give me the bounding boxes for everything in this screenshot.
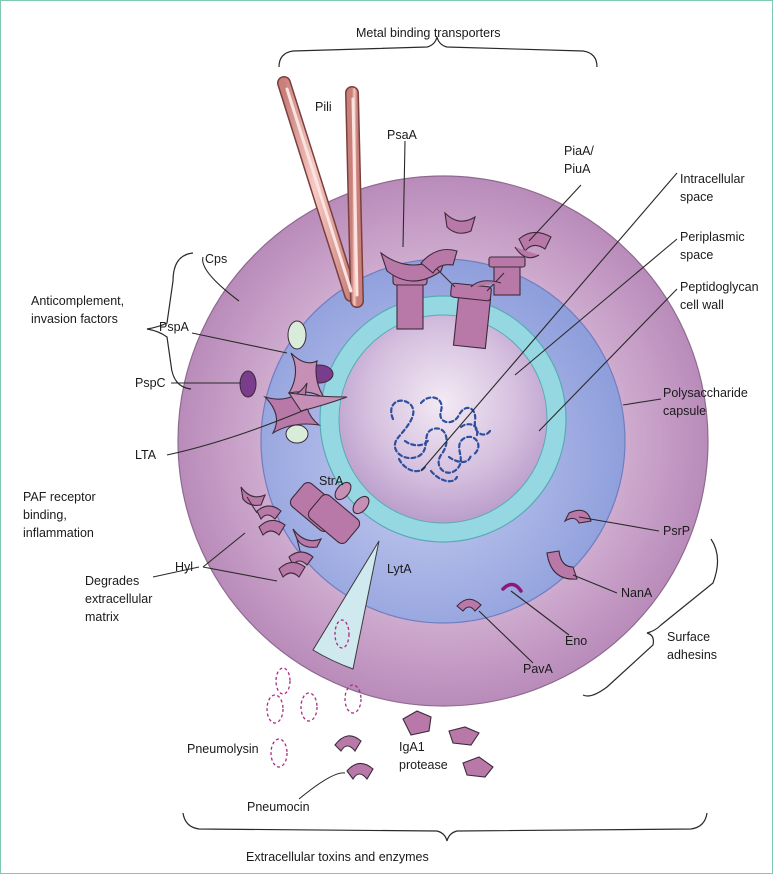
metal-brace bbox=[279, 37, 597, 67]
label-anticomplement: Anticomplement, bbox=[31, 294, 124, 308]
label-lyta: LytA bbox=[387, 562, 412, 576]
label-periplasmic-space: space bbox=[680, 248, 713, 262]
label-stra: StrA bbox=[319, 474, 344, 488]
label-intracellular: Intracellular bbox=[680, 172, 745, 186]
label-capsule: capsule bbox=[663, 404, 706, 418]
label-pspa: PspA bbox=[159, 320, 190, 334]
pneumocin-icon bbox=[335, 736, 361, 751]
label-cps: Cps bbox=[205, 252, 227, 266]
label-metal-binding: Metal binding transporters bbox=[356, 26, 501, 40]
label-protease: protease bbox=[399, 758, 448, 772]
extracellular-brace bbox=[183, 813, 707, 841]
label-psrp: PsrP bbox=[663, 524, 690, 538]
label-paf-inflammation: inflammation bbox=[23, 526, 94, 540]
label-eno: Eno bbox=[565, 634, 587, 648]
label-invasion-factors: invasion factors bbox=[31, 312, 118, 326]
label-lta: LTA bbox=[135, 448, 157, 462]
cytoplasm bbox=[339, 315, 547, 523]
label-surface: Surface bbox=[667, 630, 710, 644]
label-nana: NanA bbox=[621, 586, 653, 600]
label-peptidoglycan: Peptidoglycan bbox=[680, 280, 759, 294]
label-matrix: matrix bbox=[85, 610, 120, 624]
label-extracellular: Extracellular toxins and enzymes bbox=[246, 850, 429, 864]
label-pspc: PspC bbox=[135, 376, 166, 390]
label-adhesins: adhesins bbox=[667, 648, 717, 662]
label-extracellular-matrix: extracellular bbox=[85, 592, 152, 606]
label-pneumolysin: Pneumolysin bbox=[187, 742, 259, 756]
label-paf-binding: binding, bbox=[23, 508, 67, 522]
label-pava: PavA bbox=[523, 662, 554, 676]
label-hyl: Hyl bbox=[175, 560, 193, 574]
label-intracellular-space: space bbox=[680, 190, 713, 204]
label-polysaccharide: Polysaccharide bbox=[663, 386, 748, 400]
label-pili: Pili bbox=[315, 100, 332, 114]
pspa-oval bbox=[288, 321, 306, 349]
pspc-oval bbox=[240, 371, 256, 397]
label-paf: PAF receptor bbox=[23, 490, 96, 504]
label-psaa: PsaA bbox=[387, 128, 418, 142]
label-piua: PiuA bbox=[564, 162, 591, 176]
label-iga1: IgA1 bbox=[399, 740, 425, 754]
label-cell-wall: cell wall bbox=[680, 298, 724, 312]
iga1-protease-icon bbox=[403, 711, 431, 735]
label-piaa: PiaA/ bbox=[564, 144, 594, 158]
label-pneumocin: Pneumocin bbox=[247, 800, 310, 814]
label-periplasmic: Periplasmic bbox=[680, 230, 745, 244]
label-degrades: Degrades bbox=[85, 574, 139, 588]
